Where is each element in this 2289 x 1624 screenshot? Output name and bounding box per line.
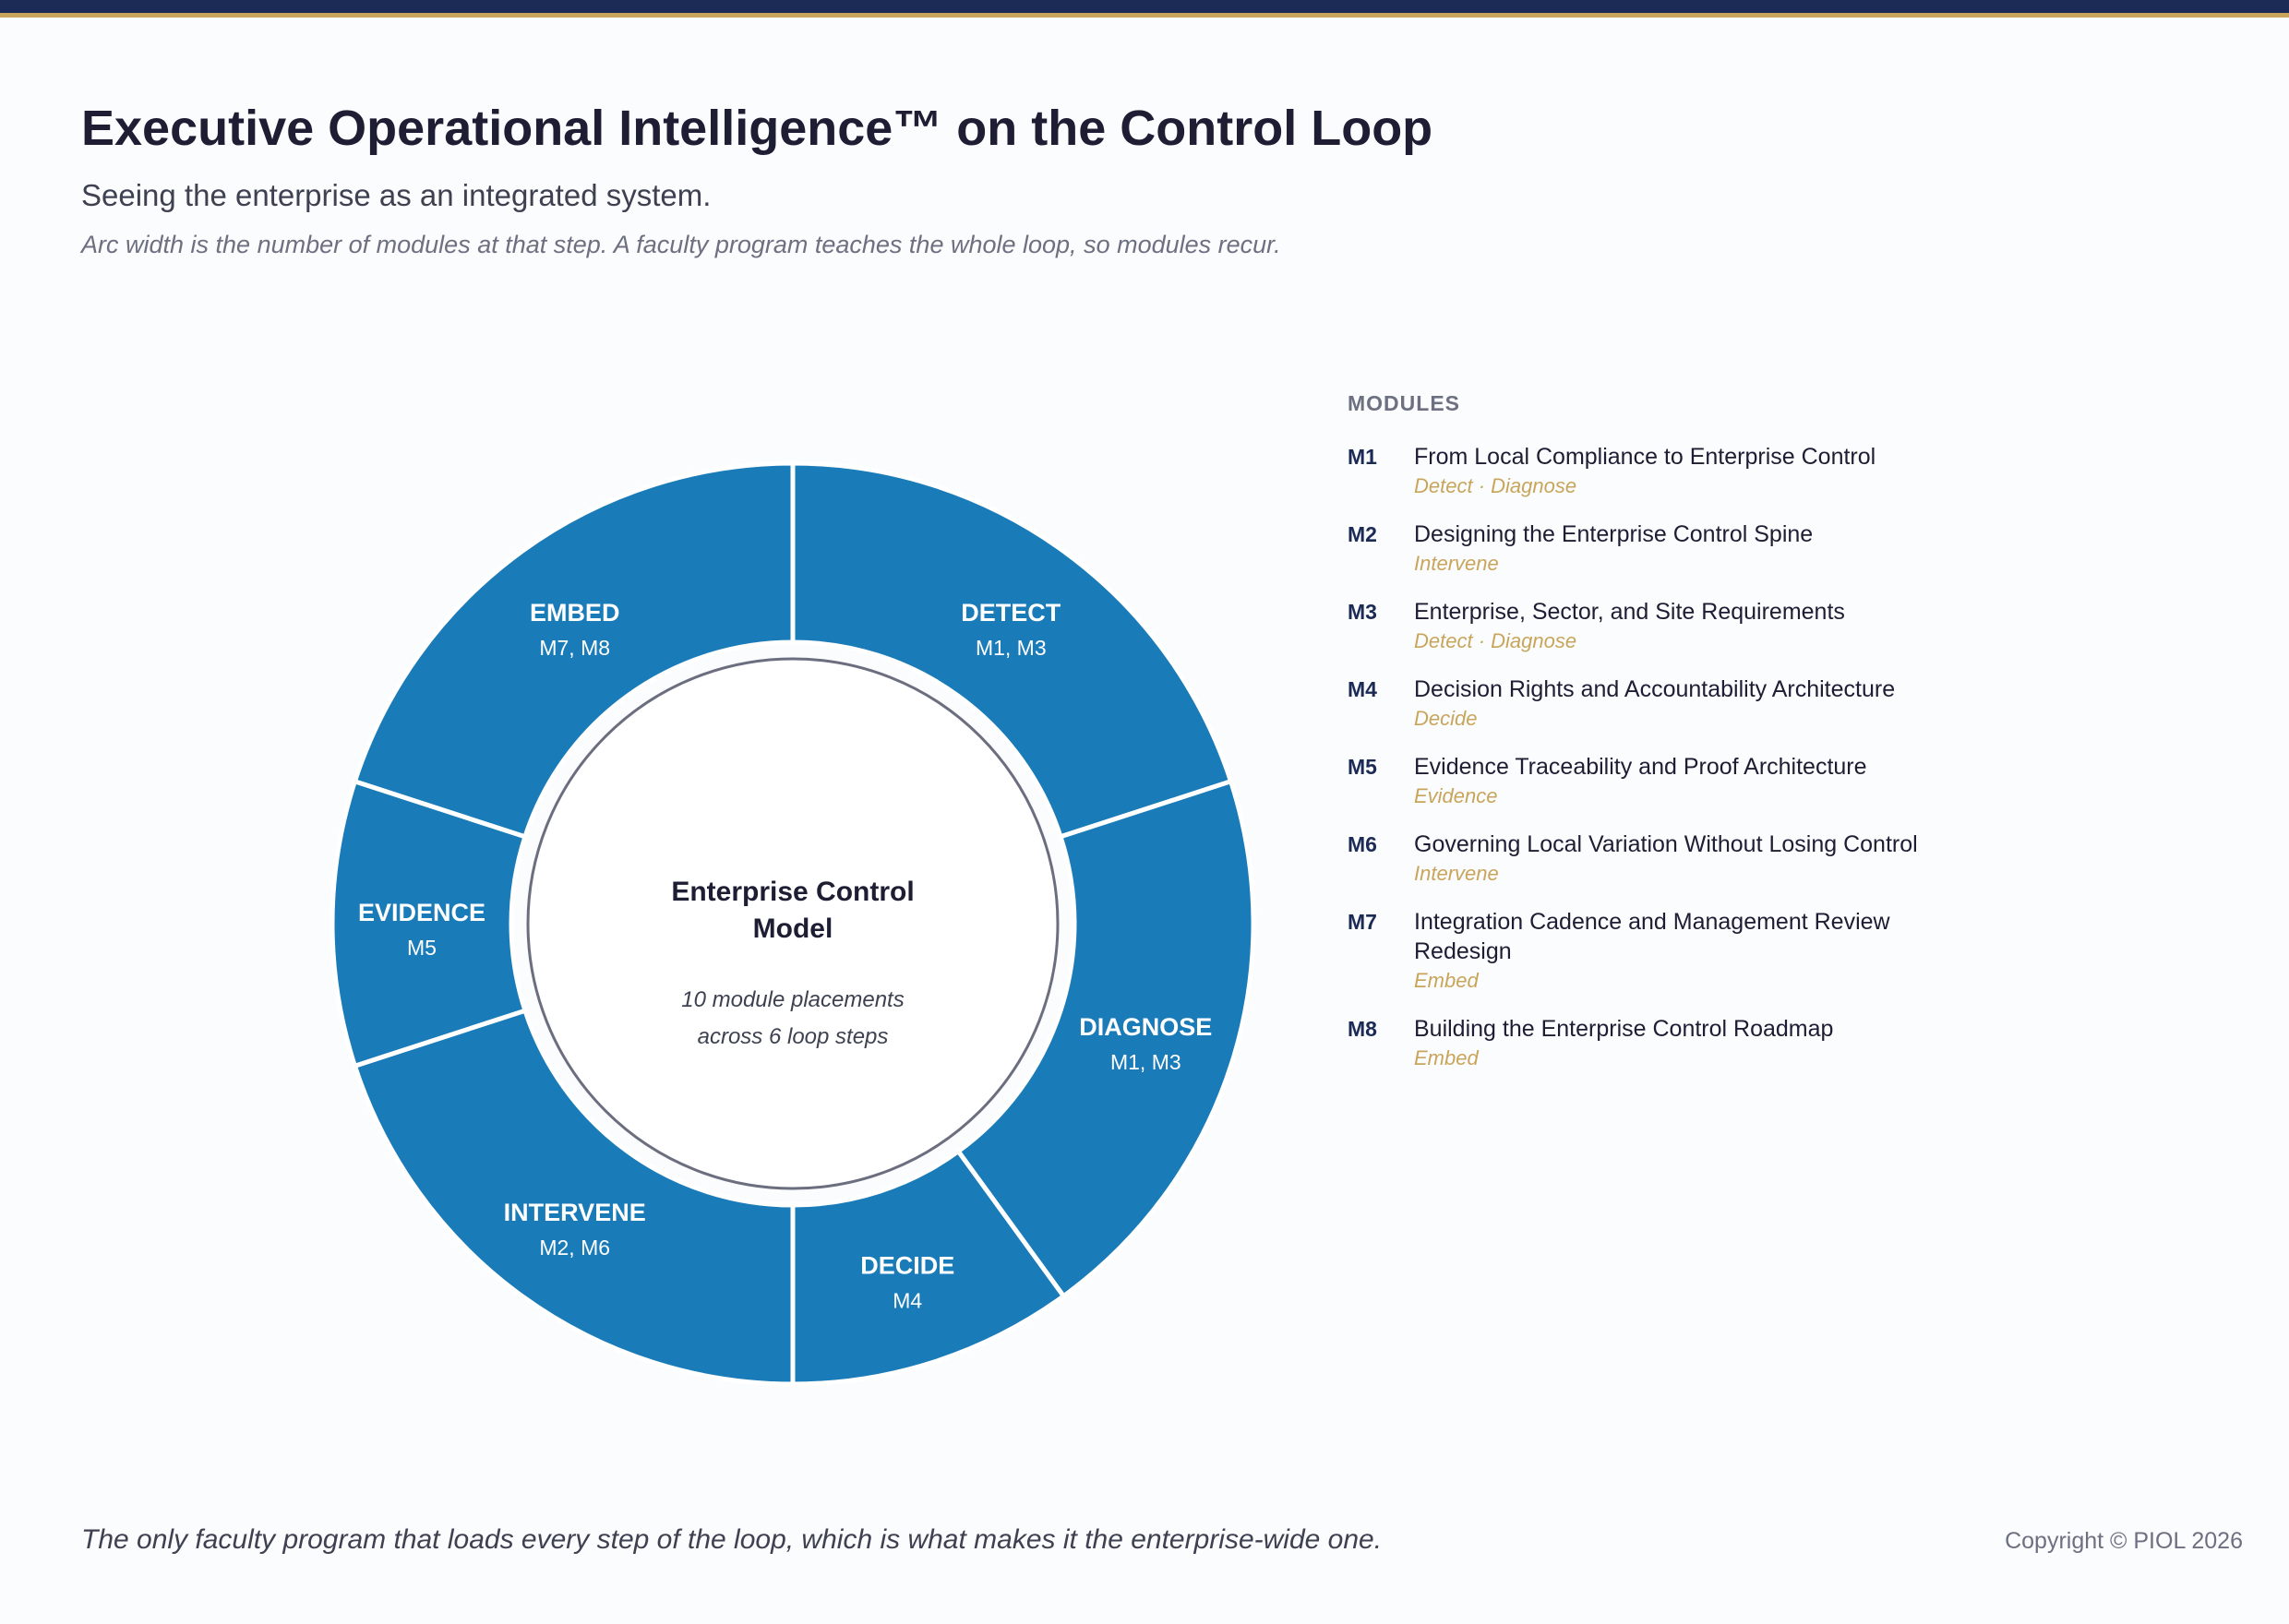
segment-label-intervene: INTERVENE [504,1199,646,1226]
module-title: Evidence Traceability and Proof Architec… [1414,754,1867,780]
module-steps: Embed [1414,969,1479,992]
module-title: Building the Enterprise Control Roadmap [1414,1016,1834,1042]
module-body: Decision Rights and Accountability Archi… [1414,675,1957,734]
segment-modules-embed: M7, M8 [539,636,610,660]
module-id: M3 [1348,600,1377,624]
modules-legend: MODULES M1 From Local Compliance to Enter… [1348,391,1957,1092]
segment-label-diagnose: DIAGNOSE [1079,1013,1212,1041]
module-steps: Embed [1414,1046,1479,1069]
module-title: Designing the Enterprise Control Spine [1414,521,1814,547]
module-body: Enterprise, Sector, and Site Requirement… [1414,597,1957,656]
legend-item-m1: M1 From Local Compliance to Enterprise Co… [1348,442,1957,501]
inner-ring [526,657,1060,1190]
module-steps: Decide [1414,707,1478,730]
top-rule-gold [0,13,2289,18]
module-title: Integration Cadence and Management Revie… [1414,909,1890,964]
module-title: Decision Rights and Accountability Archi… [1414,676,1896,702]
segment-modules-detect: M1, M3 [976,636,1047,660]
module-id: M7 [1348,910,1377,934]
module-id: M2 [1348,522,1377,546]
legend-heading: MODULES [1348,391,1460,415]
footer-quote: The only faculty program that loads ever… [81,1524,1383,1555]
segment-label-embed: EMBED [530,599,620,627]
legend-list: M1 From Local Compliance to Enterprise Co… [1348,442,1957,1073]
segment-embed [352,460,796,840]
segment-diagnose [954,778,1256,1300]
segment-label-decide: DECIDE [860,1251,954,1279]
segment-label-detect: DETECT [961,599,1061,627]
module-title: Enterprise, Sector, and Site Requirement… [1414,599,1845,625]
segment-label-evidence: EVIDENCE [358,899,485,926]
center-title-line2: Model [753,914,833,944]
legend-item-m8: M8 Building the Enterprise Control Roadma… [1348,1014,1957,1073]
segment-modules-intervene: M2, M6 [539,1236,610,1260]
module-body: Integration Cadence and Management Revie… [1414,907,1957,996]
module-body: From Local Compliance to Enterprise Cont… [1414,442,1957,501]
page-note: Arc width is the number of modules at th… [81,231,1281,258]
module-id: M6 [1348,832,1377,856]
legend-item-m6: M6 Governing Local Variation Without Losi… [1348,830,1957,889]
module-id: M8 [1348,1017,1377,1041]
module-body: Governing Local Variation Without Losing… [1414,830,1957,889]
legend-item-m5: M5 Evidence Traceability and Proof Archit… [1348,752,1957,811]
legend-item-m4: M4 Decision Rights and Accountability Arc… [1348,675,1957,734]
donut-segments [330,460,1256,1387]
donut-segment-labels: DETECT M1, M3 DIAGNOSE M1, M3 DECIDE M4 INTERV… [358,599,1212,1313]
module-body: Evidence Traceability and Proof Architec… [1414,752,1957,811]
legend-item-m2: M2 Designing the Enterprise Control Spine… [1348,519,1957,579]
legend-item-m3: M3 Enterprise, Sector, and Site Requireme… [1348,597,1957,656]
page-subtitle: Seeing the enterprise as an integrated s… [81,178,712,212]
module-title: Governing Local Variation Without Losing… [1414,831,1918,857]
module-steps: Detect · Diagnose [1414,629,1577,652]
segment-modules-diagnose: M1, M3 [1110,1050,1181,1074]
module-steps: Detect · Diagnose [1414,474,1577,497]
segment-detect [790,460,1234,840]
center-title-line1: Enterprise Control [671,877,914,907]
segment-modules-decide: M4 [893,1288,922,1312]
legend-item-m7: M7 Integration Cadence and Management Rev… [1348,907,1957,996]
module-id: M1 [1348,445,1377,469]
center-sub-line1: 10 module placements [681,987,904,1012]
module-title: From Local Compliance to Enterprise Cont… [1414,444,1876,470]
center-sub-line2: across 6 loop steps [698,1024,889,1049]
module-steps: Evidence [1414,784,1498,807]
module-id: M5 [1348,755,1377,779]
module-steps: Intervene [1414,862,1499,885]
module-steps: Intervene [1414,552,1499,575]
page-title: Executive Operational Intelligence™ on t… [81,101,1433,156]
segment-intervene [352,1008,796,1387]
copyright: Copyright © PIOL 2026 [2005,1528,2243,1554]
module-id: M4 [1348,677,1377,701]
top-rule-navy [0,0,2289,13]
control-loop-donut: Enterprise Control Model 10 module place… [330,460,1256,1387]
segment-modules-evidence: M5 [407,936,437,960]
